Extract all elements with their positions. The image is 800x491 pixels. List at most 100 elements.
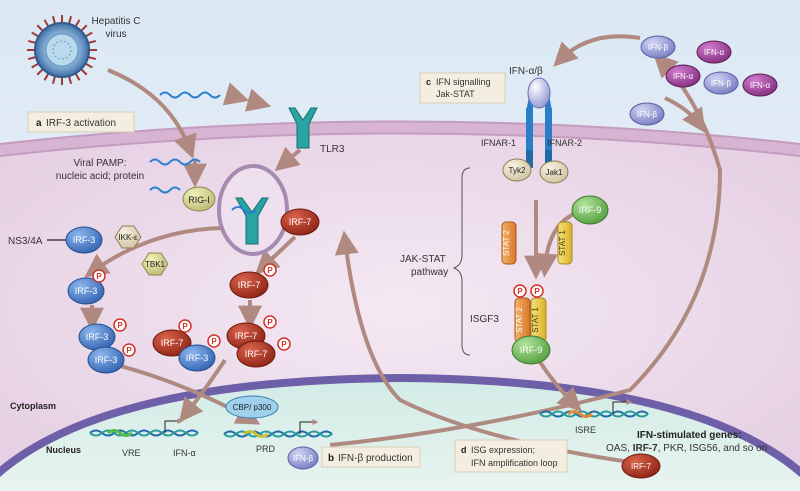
svg-text:a: a xyxy=(36,118,42,129)
viral-rna-icon xyxy=(159,91,221,99)
prd-label: PRD xyxy=(256,444,276,454)
isg-title: IFN-stimulated genes: xyxy=(637,430,741,441)
pamp-label-line2: nucleic acid; protein xyxy=(56,171,144,182)
ifn-beta-molecule: IFN-β xyxy=(703,71,739,95)
svg-text:ISG expression;: ISG expression; xyxy=(471,445,535,455)
svg-text:STAT 2: STAT 2 xyxy=(502,230,511,256)
svg-text:P: P xyxy=(534,287,540,296)
arrow-endosome-to-irf3 xyxy=(84,226,223,278)
nucleus-label: Nucleus xyxy=(46,445,81,455)
svg-text:P: P xyxy=(517,287,523,296)
ifn-alpha-molecule: IFN-α xyxy=(742,73,778,97)
hcv-label-line1: Hepatitis C xyxy=(92,16,141,27)
svg-text:P: P xyxy=(117,321,123,330)
arrow-tlr3-to-endosome xyxy=(274,146,302,172)
isre-transcription-arrow xyxy=(612,399,633,414)
svg-text:IRF-3 activation: IRF-3 activation xyxy=(46,118,116,129)
svg-text:d: d xyxy=(461,445,467,455)
ifn-beta-molecule: IFN-β xyxy=(629,102,665,126)
irf7-label: IRF-7 xyxy=(238,280,261,290)
tlr3-receptor-icon xyxy=(288,107,318,149)
arrow-isgf3-to-isre xyxy=(538,360,582,412)
svg-text:IFN-β production: IFN-β production xyxy=(338,453,413,464)
jak1-protein: Jak1 xyxy=(539,160,569,184)
ifn-alpha-gene-label: IFN-α xyxy=(173,448,196,458)
svg-text:CBP/ p300: CBP/ p300 xyxy=(233,403,272,412)
ns34a-label: NS3/4A xyxy=(8,236,43,247)
irf3-label: IRF-3 xyxy=(73,235,96,245)
vre-transcription-arrow xyxy=(164,418,184,433)
irf3-label: IRF-3 xyxy=(86,332,109,342)
irf3-inactive: IRF-3 xyxy=(65,226,103,254)
ifn-alpha-molecule: IFN-α xyxy=(665,64,701,88)
panel-c-label: c IFN signalling Jak-STAT xyxy=(419,72,506,104)
svg-text:IFN signalling: IFN signalling xyxy=(436,77,491,87)
jak1-label: Jak1 xyxy=(546,168,563,177)
svg-text:IRF-3: IRF-3 xyxy=(186,353,209,363)
hcv-label-line2: virus xyxy=(105,29,126,40)
svg-text:P: P xyxy=(281,340,287,349)
isg-list: OAS, IRF-7, PKR, ISG56, and so on xyxy=(606,443,767,454)
svg-text:IRF-7: IRF-7 xyxy=(235,331,258,341)
irf9-protein: IRF-9 xyxy=(571,195,609,225)
svg-text:STAT 1: STAT 1 xyxy=(531,307,540,333)
jakstat-label-line2: pathway xyxy=(411,267,448,278)
tyk2-protein: Tyk2 xyxy=(502,158,532,182)
irf3-label: IRF-3 xyxy=(95,355,118,365)
panel-b-label: b IFN-β production xyxy=(321,446,421,468)
ifn-alpha-molecule: IFN-α xyxy=(696,40,732,64)
ifnar-receptor-icon xyxy=(526,77,552,168)
irf3-label: IRF-3 xyxy=(75,286,98,296)
arrow-ifn-to-receptor xyxy=(553,34,641,67)
ikk-epsilon-protein xyxy=(114,225,142,249)
svg-text:IFN-α: IFN-α xyxy=(704,48,725,57)
svg-text:STAT 1: STAT 1 xyxy=(558,230,567,256)
ikk-epsilon-label: IKK-ε xyxy=(118,233,138,242)
ifn-beta-product: IFN-β xyxy=(287,446,319,470)
svg-text:P: P xyxy=(267,266,273,275)
svg-text:IRF-9: IRF-9 xyxy=(579,205,602,215)
dna-strand-vre xyxy=(89,429,199,437)
dna-strand-prd xyxy=(223,430,333,438)
panel-d-label: d ISG expression; IFN amplification loop xyxy=(454,439,568,473)
endosome-icon xyxy=(217,164,289,256)
dna-strand-isre xyxy=(539,410,649,418)
irf7-dimer: IRF-7 IRF-7 P P xyxy=(226,315,291,368)
ifn-ligand-icon xyxy=(527,77,551,109)
svg-text:Jak-STAT: Jak-STAT xyxy=(436,89,475,99)
tlr3-label: TLR3 xyxy=(320,144,345,155)
prd-transcription-arrow xyxy=(299,419,319,434)
svg-text:STAT 2: STAT 2 xyxy=(515,307,524,333)
rig-i-label: RIG-I xyxy=(188,195,210,205)
irf7-phosphorylated: IRF-7 P xyxy=(229,263,277,299)
arrow-virus-to-pamp xyxy=(107,68,197,160)
stat2-protein: STAT 2 xyxy=(501,221,517,265)
irf3-phosphorylated: IRF-3 P xyxy=(67,269,106,305)
svg-text:IFN-β: IFN-β xyxy=(711,79,732,88)
svg-text:IRF-7: IRF-7 xyxy=(245,349,268,359)
tbk1-label: TBK1 xyxy=(145,260,166,269)
pamp-rna-icon xyxy=(149,158,201,166)
irf7-label: IRF-7 xyxy=(289,217,312,227)
svg-text:b: b xyxy=(328,453,334,464)
svg-text:IRF-9: IRF-9 xyxy=(520,345,543,355)
svg-text:c: c xyxy=(426,77,431,87)
nuclear-envelope xyxy=(0,373,800,478)
hepatitis-c-virus-icon xyxy=(27,15,97,85)
tyk2-label: Tyk2 xyxy=(509,166,526,175)
svg-text:P: P xyxy=(96,272,102,281)
cytoplasm-label: Cytoplasm xyxy=(10,401,56,411)
arrow-irf9-to-isgf3 xyxy=(534,211,577,278)
svg-text:IFN amplification loop: IFN amplification loop xyxy=(471,458,558,468)
rig-i-protein xyxy=(182,186,216,212)
svg-text:IFN-β: IFN-β xyxy=(648,43,669,52)
isgf3-complex: STAT 2 STAT 1 P P IRF-9 xyxy=(511,284,551,365)
svg-text:P: P xyxy=(126,346,132,355)
isre-label: ISRE xyxy=(575,425,596,435)
plasma-membrane xyxy=(0,121,800,156)
vre-label: VRE xyxy=(122,448,141,458)
jak-stat-bracket xyxy=(452,167,471,356)
ifn-beta-molecule: IFN-β xyxy=(640,35,676,59)
svg-text:IFN-β: IFN-β xyxy=(637,110,658,119)
